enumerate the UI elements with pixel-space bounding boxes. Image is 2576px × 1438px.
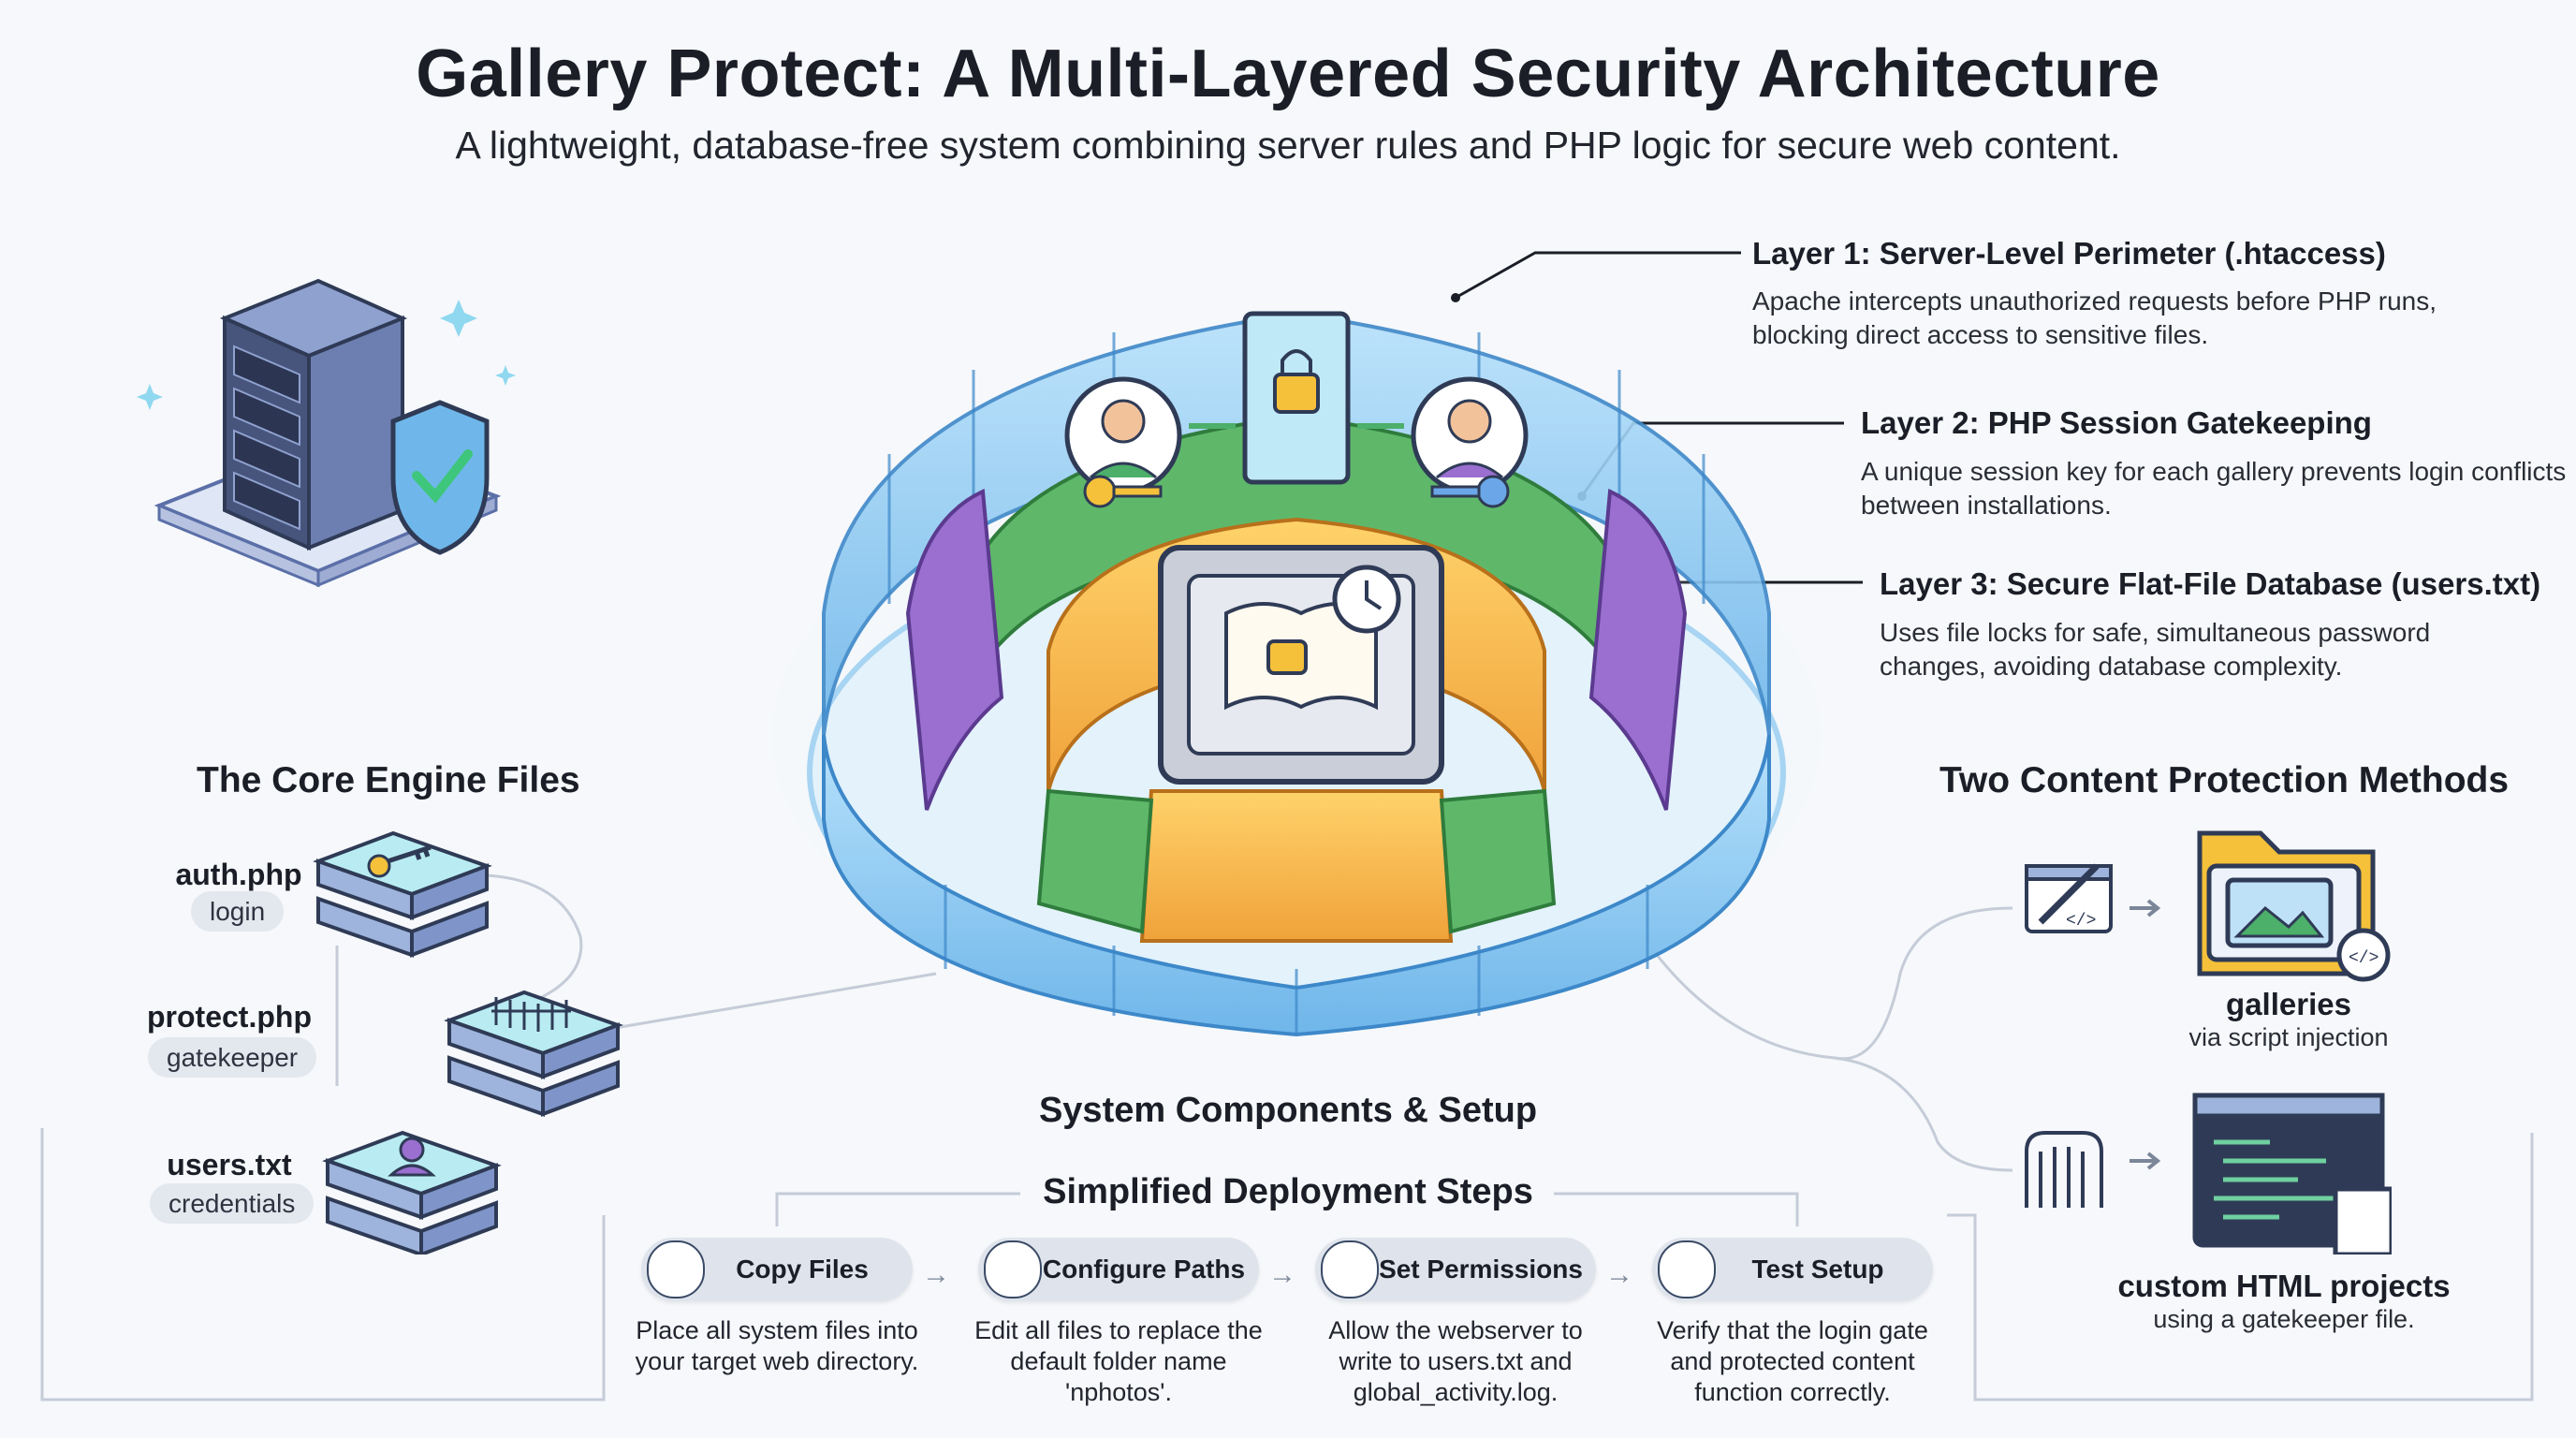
step-configure-paths: Configure Paths xyxy=(978,1238,1259,1301)
tools-icon xyxy=(984,1240,1042,1299)
page-title: Gallery Protect: A Multi-Layered Securit… xyxy=(416,37,2160,111)
html-code-icon xyxy=(2192,1093,2392,1255)
file-name-users: users.txt xyxy=(167,1148,292,1181)
copy-files-icon xyxy=(647,1240,705,1299)
step-copy-files-description: Place all system files into your target … xyxy=(635,1316,919,1375)
step-test-setup-description: Verify that the login gate and protected… xyxy=(1657,1316,1928,1406)
methods-title: Two Content Protection Methods xyxy=(1939,760,2510,800)
core-files-icons xyxy=(313,830,623,1255)
layer-1-title: Layer 1: Server-Level Perimeter (.htacce… xyxy=(1752,236,2386,271)
methods-icons: </> </> xyxy=(2025,830,2392,1255)
layer-1-description: Apache intercepts unauthorized requests … xyxy=(1752,286,2437,349)
method-custom-html-description: using a gatekeeper file. xyxy=(2153,1305,2415,1333)
magnifier-check-icon xyxy=(1658,1240,1716,1299)
file-name-auth: auth.php xyxy=(175,858,302,891)
step-copy-files: Copy Files xyxy=(641,1238,913,1301)
layer-3-description: Uses file locks for safe, simultaneous p… xyxy=(1880,618,2431,681)
step-set-permissions-description: Allow the webserver to write to users.tx… xyxy=(1328,1316,1583,1406)
arrow-right-icon: → xyxy=(922,1259,950,1290)
components-title: System Components & Setup xyxy=(1038,1091,1538,1130)
page-subtitle: A lightweight, database-free system comb… xyxy=(455,124,2121,167)
svg-text:</>: </> xyxy=(2066,912,2096,931)
method-custom-html-name: custom HTML projects xyxy=(2117,1269,2451,1303)
step-set-permissions: Set Permissions xyxy=(1315,1238,1596,1301)
arrow-right-icon: → xyxy=(1268,1259,1296,1290)
svg-text:</>: </> xyxy=(2349,949,2378,968)
key-icon xyxy=(367,844,432,878)
file-name-protect: protect.php xyxy=(147,1000,312,1034)
security-fortress-illustration xyxy=(772,311,1821,1037)
layer-2-title: Layer 2: PHP Session Gatekeeping xyxy=(1861,405,2372,440)
deployment-title: Simplified Deployment Steps xyxy=(1043,1172,1533,1211)
arrow-right-icon: → xyxy=(1605,1259,1633,1290)
method-galleries-name: galleries xyxy=(2226,987,2351,1021)
folder-image-icon: </> xyxy=(2197,830,2391,982)
lock-icon xyxy=(1321,1240,1379,1299)
step-test-setup: Test Setup xyxy=(1652,1238,1933,1301)
user-icon xyxy=(388,1137,436,1177)
step-configure-paths-description: Edit all files to replace the default fo… xyxy=(974,1316,1263,1406)
gate-icon xyxy=(2025,1131,2103,1208)
gate-icon xyxy=(491,997,571,1032)
method-galleries-description: via script injection xyxy=(2188,1023,2389,1051)
layer-3-title: Layer 3: Secure Flat-File Database (user… xyxy=(1880,566,2541,601)
file-role-auth: login xyxy=(191,891,285,932)
file-role-protect: gatekeeper xyxy=(148,1037,317,1078)
file-role-users: credentials xyxy=(150,1183,315,1224)
core-files-title: The Core Engine Files xyxy=(197,760,580,800)
server-shield-illustration xyxy=(137,278,516,588)
layer-2-description: A unique session key for each gallery pr… xyxy=(1861,457,2567,520)
syringe-code-icon: </> xyxy=(2025,863,2113,933)
